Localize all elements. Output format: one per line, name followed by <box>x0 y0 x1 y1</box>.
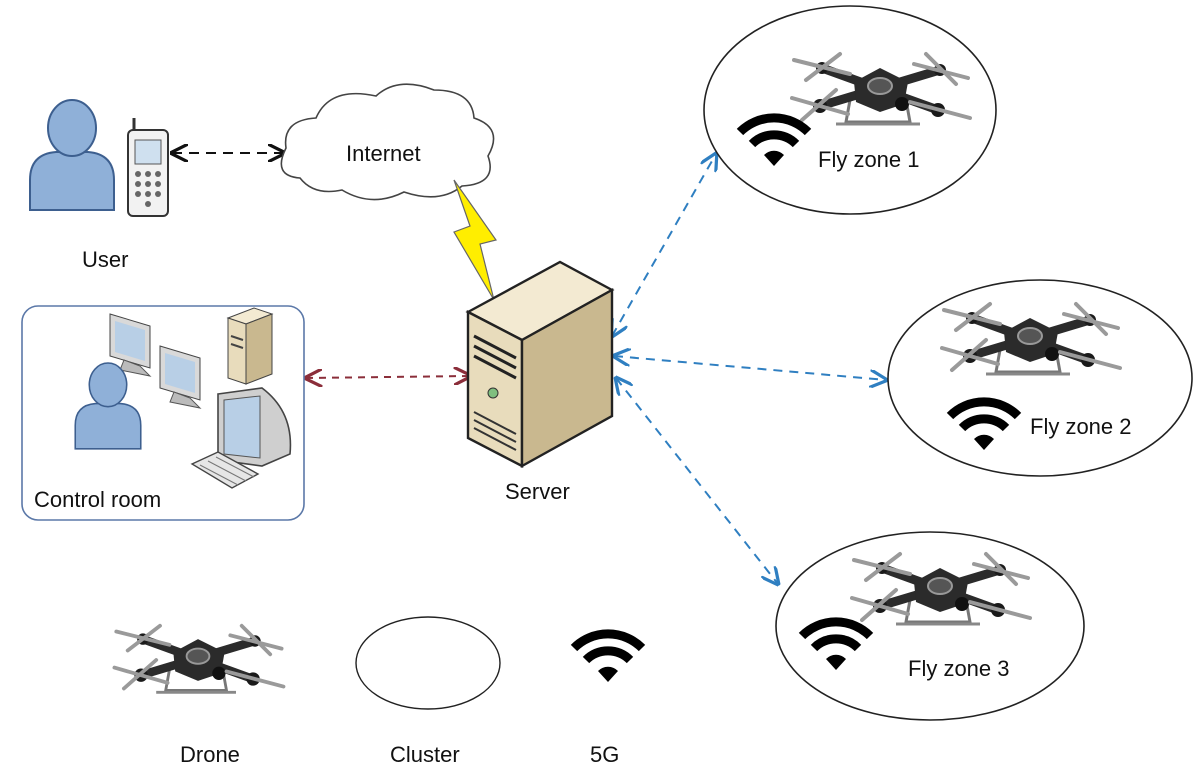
monitor-icon <box>159 345 202 409</box>
fly-zone-1-label: Fly zone 1 <box>818 147 920 172</box>
legend-cluster-label: Cluster <box>390 742 460 767</box>
legend-drone-icon <box>114 626 283 693</box>
legend-5g-label: 5G <box>590 742 619 767</box>
mobile-phone-icon <box>127 118 169 217</box>
lightning-bolt-icon <box>453 179 497 301</box>
legend-wifi-5g-icon <box>574 634 642 682</box>
user-person-icon <box>29 99 115 211</box>
link-server-zone1 <box>612 154 716 336</box>
workstation-monitor-icon <box>217 387 292 467</box>
fly-zone-2-label: Fly zone 2 <box>1030 414 1132 439</box>
fly-zone-3-cluster <box>775 531 1085 721</box>
fly-zone-2-cluster <box>887 279 1193 477</box>
legend-cluster-icon <box>355 616 501 710</box>
fly-zone-3-label: Fly zone 3 <box>908 656 1010 681</box>
fly-zone-1-cluster <box>703 5 997 215</box>
link-server-zone3 <box>616 378 778 584</box>
user-label: User <box>82 247 128 272</box>
cloud-icon <box>280 83 495 201</box>
legend-drone-label: Drone <box>180 742 240 767</box>
link-server-zone2 <box>614 356 886 380</box>
server-label: Server <box>505 479 570 504</box>
pc-tower-icon <box>226 307 274 385</box>
server-tower-icon <box>465 260 615 469</box>
control-room-label: Control room <box>34 487 161 512</box>
link-control-server <box>306 376 470 378</box>
monitor-icon <box>109 313 152 377</box>
internet-label: Internet <box>346 141 421 166</box>
keyboard-icon <box>190 451 260 489</box>
